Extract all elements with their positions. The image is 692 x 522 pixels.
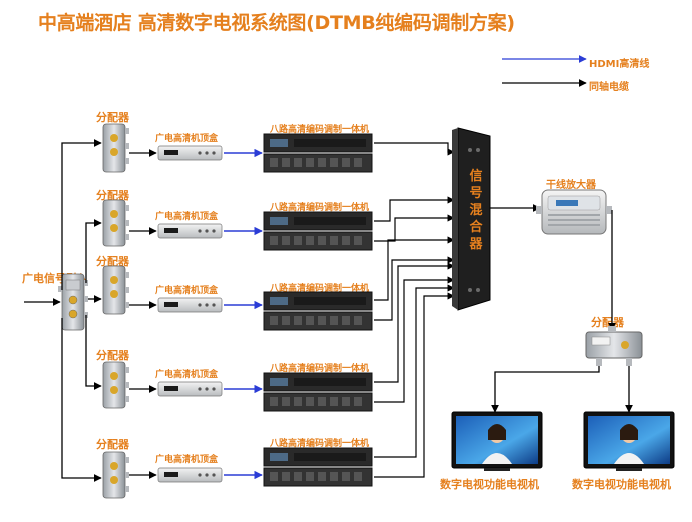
splitter-icon-1 bbox=[102, 123, 129, 173]
television-icon-2 bbox=[583, 411, 675, 471]
television-icon-1 bbox=[451, 411, 543, 471]
set-top-box-icon-1 bbox=[157, 145, 223, 161]
splitter-label-2: 分配器 bbox=[96, 189, 129, 202]
splitter-icon-3 bbox=[102, 265, 129, 315]
amplifier-icon bbox=[536, 189, 612, 235]
encoder-label-2: 八路高清编码调制一体机 bbox=[270, 203, 370, 213]
stb-label-5: 广电高清机顶盒 bbox=[155, 455, 219, 465]
main-splitter-icon bbox=[58, 273, 88, 331]
encoder-rack-icon-2 bbox=[263, 211, 373, 251]
stb-label-2: 广电高清机顶盒 bbox=[155, 212, 219, 222]
branch-line-2 bbox=[85, 219, 102, 283]
encoder-rack-icon-1 bbox=[263, 133, 373, 173]
stb-label-4: 广电高清机顶盒 bbox=[155, 370, 219, 380]
coax-enc-mixer-5 bbox=[374, 256, 455, 321]
coax-enc-mixer-8 bbox=[374, 284, 455, 458]
coax-enc-mixer-9 bbox=[374, 292, 455, 478]
encoder-label-1: 八路高清编码调制一体机 bbox=[270, 125, 370, 135]
coax-enc-mixer-2 bbox=[374, 196, 455, 222]
splitter-icon-5 bbox=[102, 451, 129, 499]
signal-mixer-icon bbox=[452, 127, 491, 311]
encoder-label-3: 八路高清编码调制一体机 bbox=[270, 284, 370, 294]
splitter-icon-4 bbox=[102, 361, 129, 409]
set-top-box-icon-4 bbox=[157, 381, 223, 397]
page-title: 中高端酒店 高清数字电视系统图(DTMB纯编码调制方案) bbox=[38, 12, 515, 34]
encoder-rack-icon-4 bbox=[263, 372, 373, 412]
splitter-label-5: 分配器 bbox=[96, 438, 129, 451]
set-top-box-icon-5 bbox=[157, 467, 223, 483]
coax-enc-mixer-4 bbox=[374, 236, 455, 301]
branch-line-4 bbox=[85, 315, 102, 390]
output-splitter-icon bbox=[585, 326, 643, 366]
mixer-label: 信号混合器 bbox=[469, 169, 483, 252]
encoder-label-5: 八路高清编码调制一体机 bbox=[270, 439, 370, 449]
legend-hdmi-label: HDMI高清线 bbox=[589, 59, 650, 70]
coax-enc-mixer-7 bbox=[374, 276, 455, 403]
splitter-label-4: 分配器 bbox=[96, 349, 129, 362]
encoder-label-4: 八路高清编码调制一体机 bbox=[270, 364, 370, 374]
set-top-box-icon-2 bbox=[157, 223, 223, 239]
tv-label-2: 数字电视功能电视机 bbox=[572, 478, 671, 491]
stb-label-1: 广电高清机顶盒 bbox=[155, 134, 219, 144]
splitter-label-1: 分配器 bbox=[96, 111, 129, 124]
encoder-rack-icon-5 bbox=[263, 447, 373, 487]
legend-coax-label: 同轴电缆 bbox=[589, 82, 629, 93]
coax-enc-mixer-1 bbox=[374, 142, 455, 156]
branch-line-5 bbox=[61, 318, 102, 482]
set-top-box-icon-3 bbox=[157, 297, 223, 313]
splitter-icon-2 bbox=[102, 199, 129, 247]
splitter-label-3: 分配器 bbox=[96, 255, 129, 268]
stb-label-3: 广电高清机顶盒 bbox=[155, 286, 219, 296]
encoder-rack-icon-3 bbox=[263, 291, 373, 331]
tv-label-1: 数字电视功能电视机 bbox=[440, 478, 539, 491]
coax-enc-mixer-3 bbox=[374, 214, 455, 242]
amplifier-label: 干线放大器 bbox=[546, 180, 596, 191]
branch-line-1 bbox=[61, 139, 102, 290]
coax-enc-mixer-6 bbox=[374, 262, 455, 383]
coax-to-tv-1 bbox=[491, 366, 600, 413]
